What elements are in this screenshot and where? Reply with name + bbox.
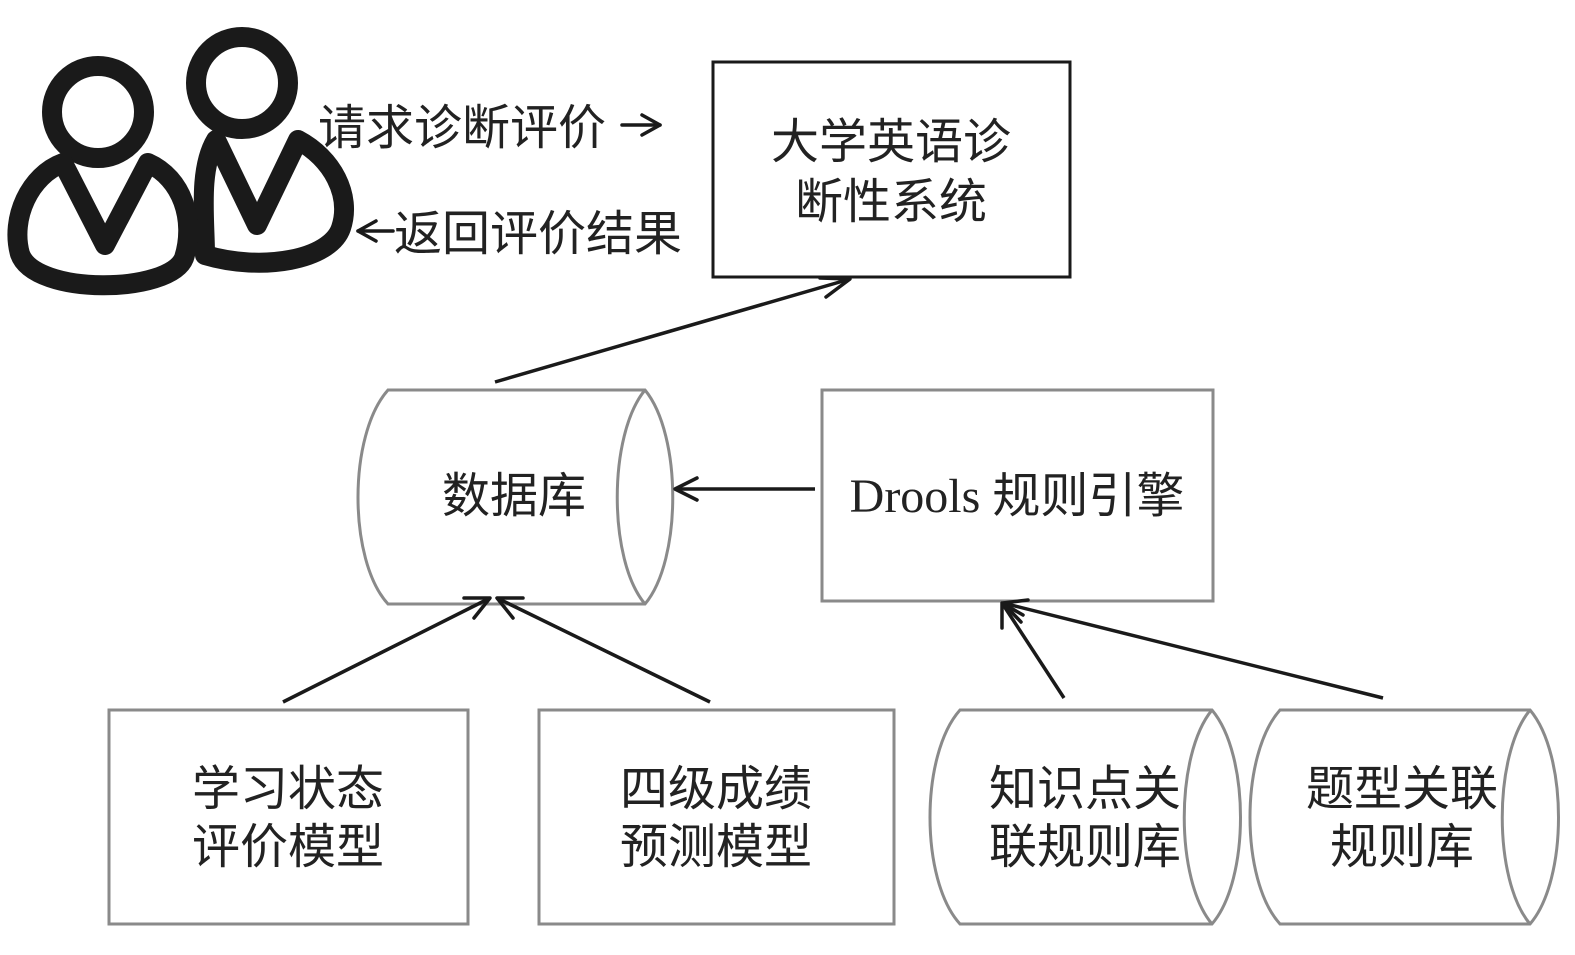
edge-question-rules-to-drools bbox=[1001, 598, 1384, 700]
knowledge-rules-label-line1: 知识点关 bbox=[989, 761, 1181, 817]
response-arrow-icon bbox=[356, 219, 395, 243]
question-rules-node: 题型关联 规则库 bbox=[1248, 708, 1560, 926]
user-front-icon bbox=[7, 56, 199, 296]
cet-model-label-line1: 四级成绩 bbox=[620, 761, 812, 817]
users-icon bbox=[7, 27, 355, 296]
edge-study-model-to-database bbox=[282, 596, 492, 704]
edge-database-to-system bbox=[494, 276, 852, 384]
request-label: 请求诊断评价 bbox=[318, 100, 606, 156]
database-node: 数据库 bbox=[356, 388, 675, 606]
question-rules-label-line2: 规则库 bbox=[1330, 819, 1474, 875]
study-model-label-line1: 学习状态 bbox=[192, 761, 384, 817]
cet-model-node: 四级成绩 预测模型 bbox=[537, 708, 896, 926]
user-back-icon bbox=[186, 27, 355, 273]
knowledge-rules-node: 知识点关 联规则库 bbox=[928, 708, 1242, 926]
drools-label: Drools 规则引擎 bbox=[850, 470, 1185, 523]
knowledge-rules-label-line2: 联规则库 bbox=[989, 819, 1181, 875]
edge-drools-to-database bbox=[673, 476, 815, 502]
drools-node: Drools 规则引擎 bbox=[820, 388, 1215, 603]
study-model-node: 学习状态 评价模型 bbox=[107, 708, 470, 926]
database-label: 数据库 bbox=[442, 468, 586, 524]
system-label-line2: 断性系统 bbox=[795, 174, 987, 230]
request-arrow-icon bbox=[620, 113, 662, 137]
response-label: 返回评价结果 bbox=[394, 206, 682, 262]
system-node: 大学英语诊 断性系统 bbox=[711, 60, 1072, 279]
cet-model-label-line2: 预测模型 bbox=[620, 819, 812, 875]
system-label-line1: 大学英语诊 bbox=[771, 114, 1011, 170]
question-rules-label-line1: 题型关联 bbox=[1306, 761, 1498, 817]
study-model-label-line2: 评价模型 bbox=[192, 819, 384, 875]
edge-cet-model-to-database bbox=[495, 596, 711, 704]
